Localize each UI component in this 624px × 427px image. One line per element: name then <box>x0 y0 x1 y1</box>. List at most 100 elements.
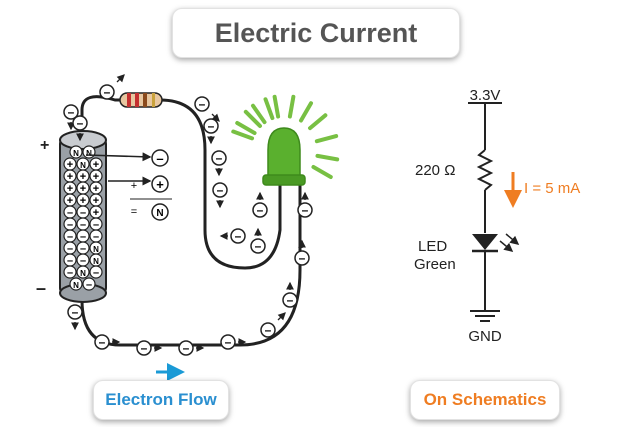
battery-charge-particle <box>82 277 96 291</box>
led-component <box>231 94 340 195</box>
battery-charge-particle <box>89 265 103 279</box>
electron <box>230 228 246 244</box>
electron-flow-card: Electron Flow <box>93 380 229 420</box>
led-label-line2: Green <box>414 256 456 273</box>
battery-charge-symbol: – <box>80 219 86 231</box>
electron <box>72 115 88 131</box>
electron-symbol: – <box>302 203 309 217</box>
battery-charge-symbol: – <box>93 267 99 279</box>
electron <box>194 96 210 112</box>
battery-charge-symbol: + <box>80 183 86 195</box>
resistor-symbol <box>476 149 494 191</box>
led-glow-ray <box>308 113 328 131</box>
circuit-wire <box>80 95 282 270</box>
battery-charge-particle <box>63 265 77 279</box>
electron-symbol: – <box>77 116 84 130</box>
supply-label: 3.3V <box>470 87 501 104</box>
electron-direction-arrow <box>277 312 286 321</box>
led-glow-ray <box>299 101 313 123</box>
electron <box>99 84 115 100</box>
electron-symbol: – <box>255 239 262 253</box>
battery-charge-symbol: N <box>73 281 79 290</box>
battery-charge-symbol: + <box>67 195 73 207</box>
battery-charge-symbol: – <box>93 231 99 243</box>
electron-markers: ––––––––––––––––––– <box>63 74 313 356</box>
led-glow-ray <box>315 153 340 162</box>
led-symbol <box>472 234 498 250</box>
electron <box>282 292 298 308</box>
battery-charge-particle <box>76 265 90 279</box>
electron-symbol: – <box>104 85 111 99</box>
current-label: I = 5 mA <box>524 180 580 197</box>
electron <box>67 304 83 320</box>
legend-electron <box>151 149 169 167</box>
electron-symbol: – <box>99 335 106 349</box>
legend-proton <box>151 175 169 193</box>
legend-proton-sign: + <box>131 180 137 192</box>
battery-charge-symbol: + <box>67 183 73 195</box>
battery-charge-symbol: + <box>80 195 86 207</box>
led-label-line1: LED <box>418 238 447 255</box>
battery-charge-particle <box>69 145 83 159</box>
battery-charge-symbol: – <box>67 255 73 267</box>
battery-charge-symbol: + <box>93 207 99 219</box>
led-glow-ray <box>231 129 255 141</box>
led-glow-ray <box>251 103 267 125</box>
battery-charge-symbol: – <box>67 207 73 219</box>
electron-flow-label: Electron Flow <box>105 390 217 409</box>
battery-charge-symbol: + <box>80 171 86 183</box>
page-title: Electric Current <box>214 17 418 48</box>
battery-charge-symbol: – <box>80 207 86 219</box>
battery-minus-label: – <box>36 278 46 298</box>
led-glow-ray <box>287 94 296 119</box>
led-glow-ray <box>263 97 275 121</box>
legend-neutron-symbol: N <box>156 208 163 219</box>
legend-neutron <box>151 203 169 221</box>
electron <box>220 334 236 350</box>
electron <box>212 182 228 198</box>
electron-direction-arrow <box>211 113 220 122</box>
electron <box>297 202 313 218</box>
battery-charge-symbol: – <box>86 279 92 291</box>
electron <box>211 150 227 166</box>
led-glow-ray <box>272 94 281 119</box>
on-schematics-card: On Schematics <box>410 380 560 420</box>
electron-direction-arrow <box>116 74 125 83</box>
electron <box>260 322 276 338</box>
electron-symbol: – <box>287 293 294 307</box>
led-glow-ray <box>235 121 257 135</box>
resistor-component <box>119 92 163 108</box>
battery-charge-symbol: N <box>80 161 86 170</box>
battery-charge-particle <box>69 277 83 291</box>
electron <box>250 238 266 254</box>
electron-symbol: – <box>235 229 242 243</box>
electron-symbol: – <box>183 341 190 355</box>
led-glow-rays <box>231 94 340 179</box>
electron-symbol: – <box>199 97 206 111</box>
battery-charge-symbol: – <box>80 255 86 267</box>
electron <box>94 334 110 350</box>
battery-charge-symbol: N <box>86 149 92 158</box>
title-card: Electric Current <box>172 8 460 58</box>
battery-charge-symbol: + <box>67 159 73 171</box>
electron-symbol: – <box>68 105 75 119</box>
legend-electron-symbol: – <box>156 151 163 166</box>
ground-label: GND <box>468 328 502 345</box>
battery-charge-symbol: – <box>67 219 73 231</box>
battery-charge-symbol: + <box>93 195 99 207</box>
battery-charge-symbol: + <box>93 171 99 183</box>
battery-charge-symbol: N <box>73 149 79 158</box>
battery-charge-symbol: N <box>93 245 99 254</box>
electron-symbol: – <box>299 251 306 265</box>
legend-proton-symbol: + <box>156 177 164 192</box>
battery-plus-label: + <box>40 137 49 154</box>
electron-symbol: – <box>217 183 224 197</box>
electron-symbol: – <box>216 151 223 165</box>
electron-symbol: – <box>257 203 264 217</box>
electron <box>178 340 194 356</box>
resistor-label: 220 Ω <box>415 162 455 179</box>
on-schematics-label: On Schematics <box>423 390 547 409</box>
